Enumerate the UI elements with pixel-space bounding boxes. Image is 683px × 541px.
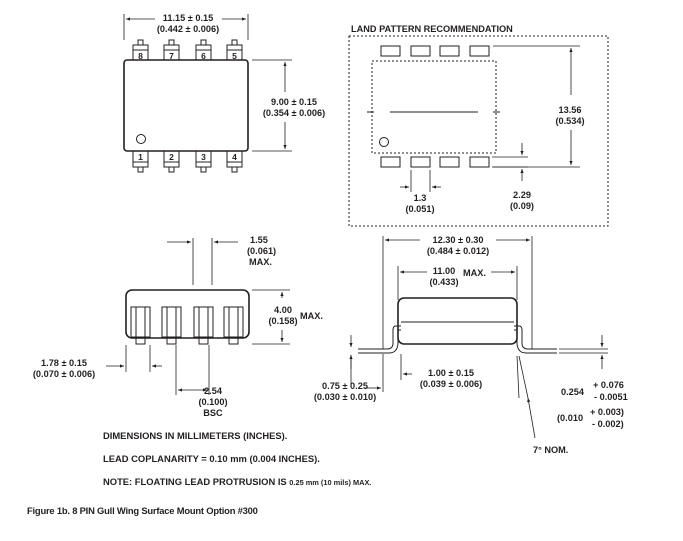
land-pattern-title: LAND PATTERN RECOMMENDATION	[351, 24, 513, 34]
standoff-in: (0.070 ± 0.006)	[33, 369, 95, 379]
note-dimensions: DIMENSIONS IN MILLIMETERS (INCHES).	[103, 430, 288, 441]
lead-width-note: MAX.	[249, 257, 272, 267]
top-body	[123, 59, 249, 152]
note-protrusion-value: 0.25 mm (10 mils) MAX.	[289, 478, 372, 487]
pitch-note: BSC	[203, 408, 223, 418]
lead-mm: 0.75 ± 0.25	[322, 381, 368, 391]
pin-2-label: 2	[169, 152, 174, 162]
land-height-in: (0.534)	[555, 116, 584, 126]
land-pitch-in: (0.051)	[405, 204, 434, 214]
side-body	[125, 289, 250, 339]
pin-5-label: 5	[232, 51, 237, 61]
end-body	[397, 297, 518, 345]
top-height-mm: 9.00 ± 0.15	[271, 97, 317, 107]
side-height-mm: 4.00	[274, 305, 292, 315]
body-in: (0.433)	[429, 277, 458, 287]
angle-label: 7° NOM.	[533, 445, 568, 455]
thick-base-in: (0.010	[557, 413, 583, 423]
top-view: 11.15 ± 0.15 (0.442 ± 0.006) 8 7 6 5	[123, 13, 325, 173]
pin-1-label: 1	[138, 152, 143, 162]
bottom-pins: 1 2 3 4	[132, 151, 243, 173]
pin-6-label: 6	[201, 51, 206, 61]
land-pad-mm: 2.29	[513, 190, 531, 200]
lead-width-in: (0.061)	[247, 246, 276, 256]
thick-base-mm: 0.254	[561, 387, 585, 397]
body-mm: 11.00	[433, 266, 455, 276]
body-note: MAX.	[463, 268, 486, 278]
land-pattern-frame	[348, 35, 609, 227]
top-width-in: (0.442 ± 0.006)	[157, 24, 219, 34]
pin-3-label: 3	[201, 152, 206, 162]
thick-minus-mm: - 0.0051	[594, 392, 628, 402]
thick-minus-in: - 0.002)	[592, 419, 624, 429]
top-width-mm: 11.15 ± 0.15	[163, 13, 214, 23]
side-height-note: MAX.	[300, 311, 323, 321]
pin1-marker	[136, 134, 146, 144]
overall-mm: 12.30 ± 0.30	[432, 235, 483, 245]
land-height-mm: 13.56	[559, 105, 582, 115]
foot-mm: 1.00 ± 0.15	[428, 368, 474, 378]
pin-8-label: 8	[138, 51, 143, 61]
pitch-mm: 2.54	[204, 386, 223, 396]
side-height-in: (0.158)	[268, 316, 297, 326]
note-coplanarity: LEAD COPLANARITY = 0.10 mm (0.004 INCHES…	[103, 453, 320, 464]
thick-plus-mm: + 0.076	[593, 380, 624, 390]
thick-plus-in: + 0.003)	[590, 407, 624, 417]
land-pad-in: (0.09)	[510, 201, 534, 211]
figure-caption: Figure 1b. 8 PIN Gull Wing Surface Mount…	[27, 505, 258, 516]
note-protrusion: NOTE: FLOATING LEAD PROTRUSION IS 0.25 m…	[103, 476, 371, 487]
pin-7-label: 7	[169, 51, 174, 61]
lead-width-mm: 1.55	[250, 235, 268, 245]
land-pattern: LAND PATTERN RECOMMENDATION 13.56 (0.534…	[348, 24, 609, 227]
end-view: 12.30 ± 0.30 (0.484 ± 0.012) 11.00 MAX. …	[314, 235, 628, 455]
foot-in: (0.039 ± 0.006)	[420, 379, 482, 389]
note-protrusion-main: NOTE: FLOATING LEAD PROTRUSION IS	[103, 476, 287, 487]
pin-4-label: 4	[232, 152, 237, 162]
side-view: 1.55 (0.061) MAX. 4.00	[33, 235, 323, 418]
pitch-in: (0.100)	[198, 397, 227, 407]
land-pitch-mm: 1.3	[414, 193, 427, 203]
top-pins: 8 7 6 5	[132, 39, 243, 61]
top-height-in: (0.354 ± 0.006)	[263, 108, 325, 118]
lead-in: (0.030 ± 0.010)	[314, 392, 376, 402]
overall-in: (0.484 ± 0.012)	[427, 246, 489, 256]
standoff-mm: 1.78 ± 0.15	[41, 358, 87, 368]
